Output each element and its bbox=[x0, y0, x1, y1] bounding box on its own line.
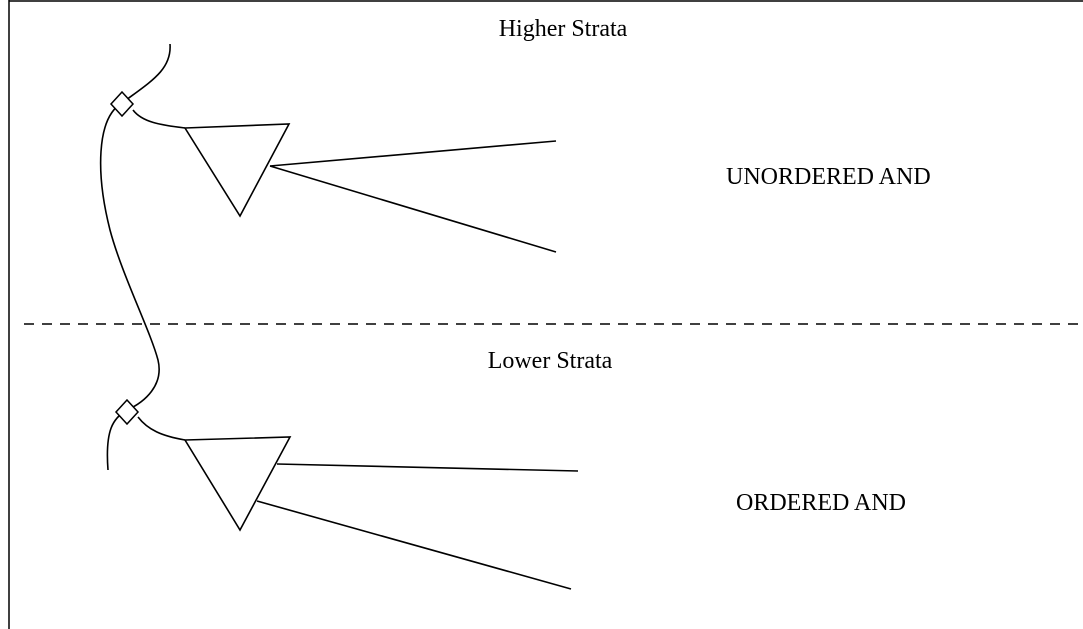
unordered-and-branch-lower bbox=[269, 165, 557, 253]
unordered-and-branch-upper bbox=[269, 140, 557, 167]
lower-gate-link bbox=[137, 416, 186, 441]
ordered-and-gate-triangle bbox=[183, 436, 292, 532]
unordered-and-label: UNORDERED AND bbox=[726, 164, 931, 190]
ordered-and-branch-upper bbox=[276, 463, 579, 472]
lower-node-diamond bbox=[114, 398, 140, 426]
upper-gate-link bbox=[132, 109, 186, 129]
ordered-and-label: ORDERED AND bbox=[736, 490, 906, 516]
strata-connector-curve bbox=[99, 43, 171, 471]
lower-strata-label: Lower Strata bbox=[488, 348, 613, 374]
ordered-and-branch-lower bbox=[256, 500, 572, 590]
upper-node-diamond bbox=[109, 90, 135, 118]
unordered-and-gate-triangle bbox=[183, 123, 291, 218]
higher-strata-label: Higher Strata bbox=[499, 16, 628, 42]
